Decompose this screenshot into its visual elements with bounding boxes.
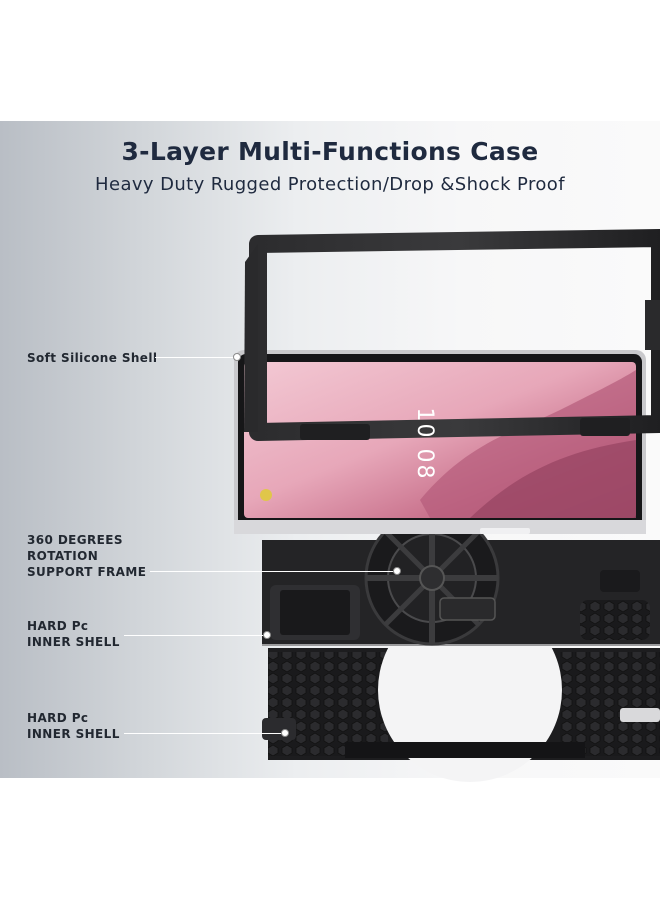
callout-rotation-support-frame: 360 DEGREES ROTATION SUPPORT FRAME: [27, 532, 146, 580]
callout-marker-dot: [263, 631, 271, 639]
silicone-frame: [244, 229, 660, 441]
callout-line: Soft Silicone Shell: [27, 351, 158, 365]
page-title: 3-Layer Multi-Functions Case: [121, 137, 539, 166]
tablet: [234, 350, 646, 534]
callout-line: HARD Pc: [27, 711, 89, 725]
callout-leader-line: [124, 635, 264, 636]
tablet-clock: 10 08: [412, 407, 437, 481]
callout-line: INNER SHELL: [27, 727, 120, 741]
callout-leader-line: [124, 733, 282, 734]
callout-line: 360 DEGREES: [27, 533, 123, 547]
page-subtitle: Heavy Duty Rugged Protection/Drop &Shock…: [95, 174, 565, 195]
callout-marker-dot: [393, 567, 401, 575]
callout-marker-dot: [281, 729, 289, 737]
callout-line: SUPPORT FRAME: [27, 565, 147, 579]
callout-marker-dot: [233, 353, 241, 361]
callout-hard-pc-inner-shell: HARD Pc INNER SHELL: [27, 618, 120, 650]
callout-leader-line: [155, 357, 235, 358]
callout-hard-pc-inner-shell: HARD Pc INNER SHELL: [27, 710, 120, 742]
callout-line: INNER SHELL: [27, 635, 120, 649]
callout-leader-line: [150, 571, 395, 572]
callout-line: HARD Pc: [27, 619, 89, 633]
callout-line: ROTATION: [27, 549, 99, 563]
callout-soft-silicone-shell: Soft Silicone Shell: [27, 350, 157, 366]
middle-hard-shell: [262, 510, 660, 646]
